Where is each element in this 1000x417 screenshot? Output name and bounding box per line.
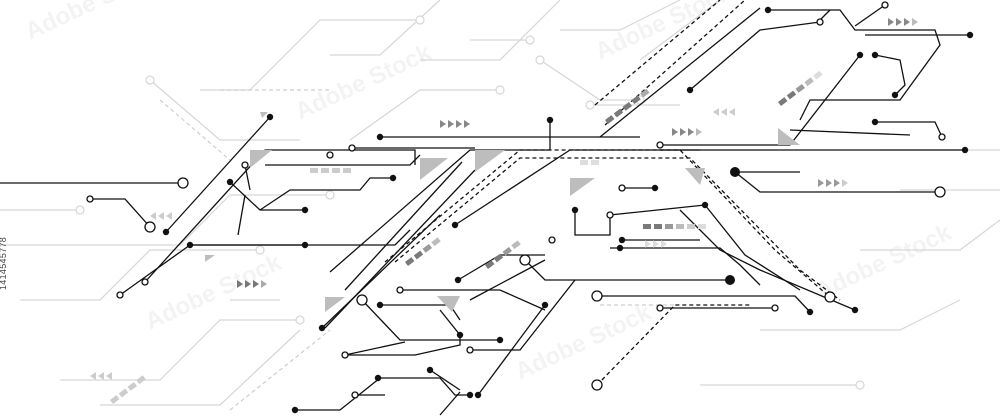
node-rings	[86, 1, 946, 399]
svg-text:Adobe Stock: Adobe Stock	[591, 0, 736, 65]
triangle-markers	[205, 112, 800, 312]
light-traces	[0, 0, 1000, 406]
svg-text:Adobe Stock: Adobe Stock	[511, 299, 656, 386]
dash-bar-markers	[110, 70, 823, 404]
light-dashed-traces	[159, 89, 680, 411]
light-nodes	[75, 15, 865, 390]
terminal-dots	[162, 6, 974, 414]
watermark: Adobe Stock Adobe Stock Adobe Stock Adob…	[21, 0, 956, 385]
stock-image-id: 1414545778	[0, 236, 8, 290]
chevron-arrow-markers	[90, 18, 918, 380]
svg-text:Adobe Stock: Adobe Stock	[291, 39, 436, 126]
svg-text:Adobe Stock: Adobe Stock	[21, 0, 166, 45]
dark-traces	[0, 4, 970, 416]
